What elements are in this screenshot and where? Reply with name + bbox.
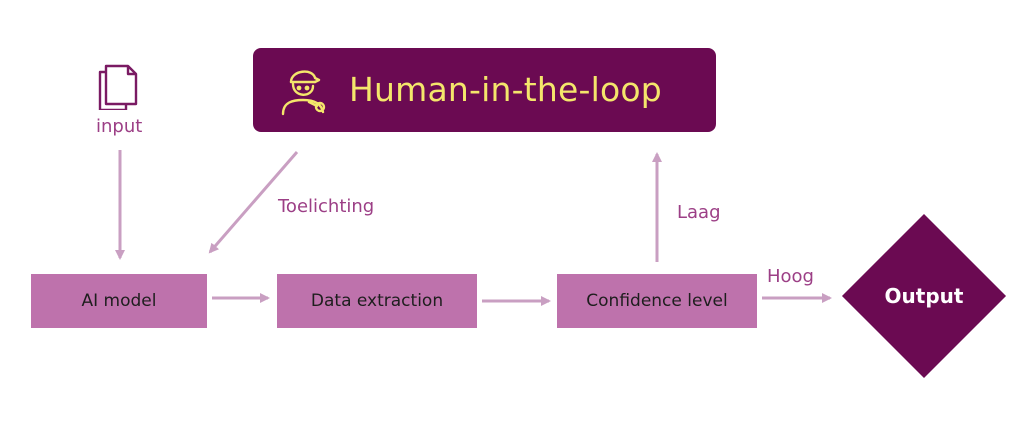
edge-label-hoog: Hoog <box>767 266 814 287</box>
person-whistle-icon <box>281 70 326 116</box>
human-in-the-loop-box: Human-in-the-loop <box>253 48 716 132</box>
data-extraction-node: Data extraction <box>277 274 477 328</box>
output-node: Output <box>841 213 1007 379</box>
edge-label-laag: Laag <box>677 202 721 223</box>
output-label: Output <box>884 284 964 308</box>
arrow-human-to-ai <box>208 151 299 254</box>
input-label: input <box>96 116 143 137</box>
human-in-the-loop-title: Human-in-the-loop <box>349 70 662 109</box>
document-copy-icon <box>98 64 138 110</box>
edge-label-toelichting: Toelichting <box>278 196 375 217</box>
confidence-level-node: Confidence level <box>557 274 757 328</box>
ai-model-node: AI model <box>31 274 207 328</box>
